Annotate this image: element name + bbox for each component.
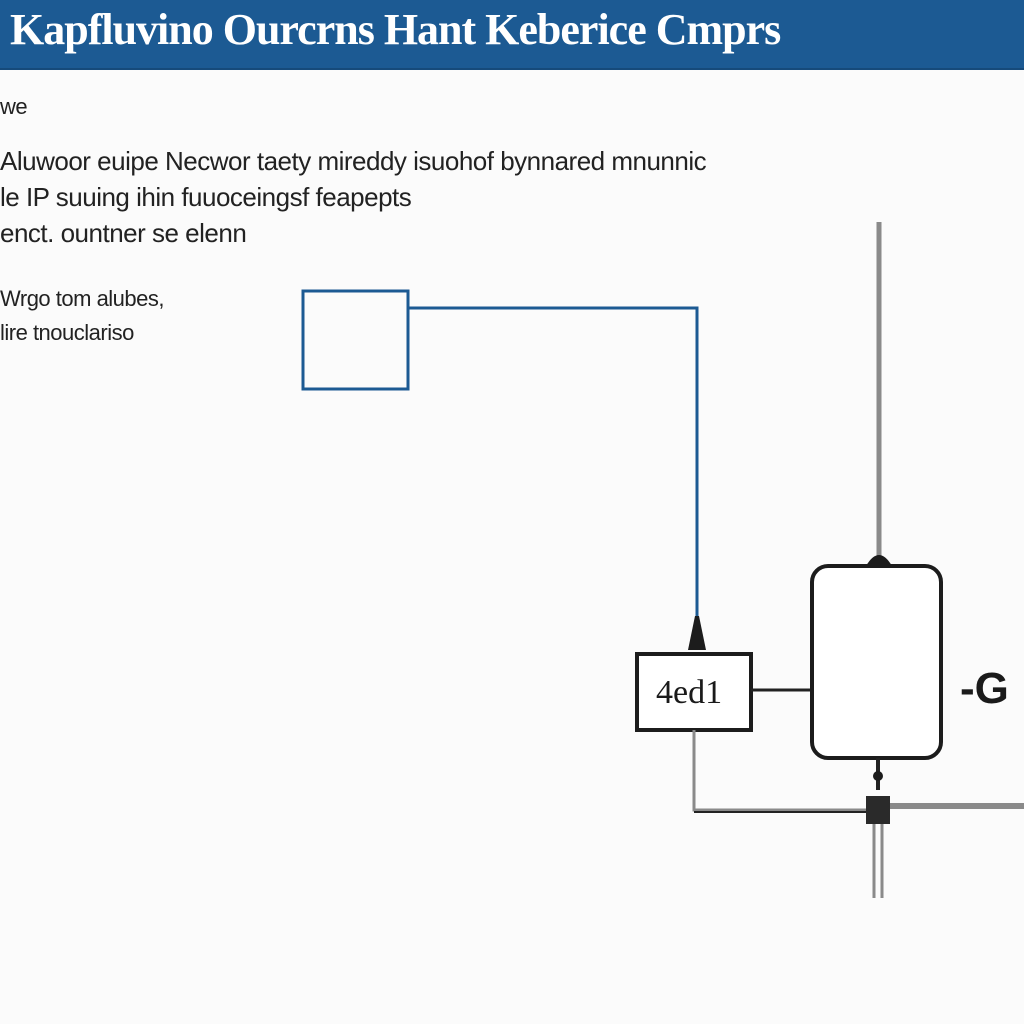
junction-block (866, 796, 890, 824)
device-box (810, 564, 943, 760)
antenna-cap (866, 555, 892, 566)
doc-line-1: we (0, 94, 28, 119)
small-box-pin (688, 616, 706, 650)
doc-line-3: le IP suuing ihin fuuoceingsf feapepts (0, 182, 412, 212)
doc-line-5: Wrgo tom alubes, (0, 286, 165, 311)
small-node-box (635, 652, 753, 732)
side-label: -G (960, 664, 1009, 713)
doc-line-2: Aluwoor euipe Necwor taety mireddy isuoh… (0, 146, 707, 176)
input-node-box (301, 289, 410, 391)
doc-line-6: lire tnouclariso (0, 320, 134, 345)
doc-line-4: enct. ountner se elenn (0, 218, 247, 248)
small-node-label: 4ed1 (656, 674, 723, 711)
device-bottom-node (873, 771, 883, 781)
blue-connector-line (408, 306, 699, 618)
page-title: Kapfluvino Ourcrns Hant Keberice Cmprs (10, 5, 781, 54)
header-bar: Kapfluvino Ourcrns Hant Keberice Cmprs (0, 0, 1024, 70)
lower-gray-line (692, 730, 868, 812)
